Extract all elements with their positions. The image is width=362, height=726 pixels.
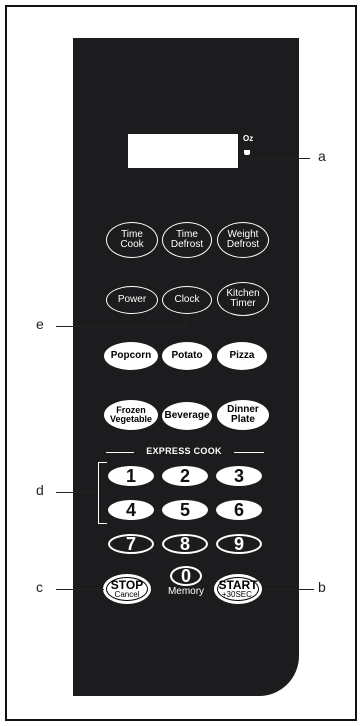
callout-d: d [36,482,44,498]
callout-e: e [36,316,44,332]
clock-label: Clock [174,294,200,305]
oz-indicator: Oz [243,134,254,143]
time-defrost-line1: Time [176,229,198,240]
dinner-plate-button[interactable]: Dinner Plate [217,400,269,430]
time-defrost-line2: Defrost [170,239,204,250]
time-cook-button[interactable]: Time Cook [106,222,158,258]
express-cook-rule-left [106,452,134,453]
kitchen-timer-button[interactable]: Kitchen Timer [217,282,269,316]
number-3-button[interactable]: 3 [216,466,262,486]
number-7-button[interactable]: 7 [108,534,154,554]
callout-d-line [56,492,98,493]
stop-cancel-button[interactable]: STOP Cancel [103,574,151,604]
beverage-label: Beverage [164,410,210,421]
number-4-button[interactable]: 4 [108,500,154,520]
time-defrost-button[interactable]: Time Defrost [162,222,212,258]
time-cook-line1: Time [121,229,143,240]
start-button[interactable]: START +30SEC. [214,574,262,604]
power-button[interactable]: Power [106,286,158,314]
frozen-vegetable-line1: Frozen [116,405,146,415]
kitchen-timer-line1: Kitchen [226,288,260,299]
popcorn-button[interactable]: Popcorn [104,342,158,370]
callout-c-line [56,589,104,590]
kitchen-timer-line2: Timer [230,298,256,309]
stop-label: STOP [110,577,144,592]
callout-c: c [36,579,43,595]
power-label: Power [117,294,147,305]
figure-frame [5,5,357,721]
express-cook-label: EXPRESS COOK [146,446,222,456]
cup-icon [244,150,250,155]
beverage-button[interactable]: Beverage [162,402,212,430]
number-2-button[interactable]: 2 [162,466,208,486]
plus-30-sec-label: +30SEC. [221,589,255,599]
potato-label: Potato [171,350,203,361]
display-window [128,134,238,168]
dinner-plate-line2: Plate [231,414,255,425]
callout-e-line [56,326,186,327]
pizza-button[interactable]: Pizza [217,342,267,370]
frozen-vegetable-button[interactable]: Frozen Vegetable [104,400,158,430]
callout-b-line [262,589,314,590]
weight-defrost-line2: Defrost [226,239,260,250]
number-0-button[interactable]: 0 [170,566,202,586]
callout-a-line [240,158,310,159]
number-6-button[interactable]: 6 [216,500,262,520]
pizza-label: Pizza [229,350,255,361]
potato-button[interactable]: Potato [162,342,212,370]
weight-defrost-button[interactable]: Weight Defrost [217,222,269,258]
cancel-label: Cancel [114,589,140,599]
start-label: START [218,577,258,592]
express-cook-bracket [98,462,107,524]
popcorn-label: Popcorn [110,350,152,361]
number-9-button[interactable]: 9 [216,534,262,554]
time-cook-line2: Cook [120,239,144,250]
callout-b: b [318,579,326,595]
frozen-vegetable-line2: Vegetable [109,414,153,424]
dinner-plate-line1: Dinner [227,404,259,415]
number-1-button[interactable]: 1 [108,466,154,486]
number-8-button[interactable]: 8 [162,534,208,554]
clock-button[interactable]: Clock [162,286,212,314]
weight-defrost-line1: Weight [227,229,259,240]
memory-label: Memory [167,586,205,597]
callout-a: a [318,148,326,164]
express-cook-rule-right [234,452,264,453]
number-5-button[interactable]: 5 [162,500,208,520]
callout-e-tick [186,314,187,326]
